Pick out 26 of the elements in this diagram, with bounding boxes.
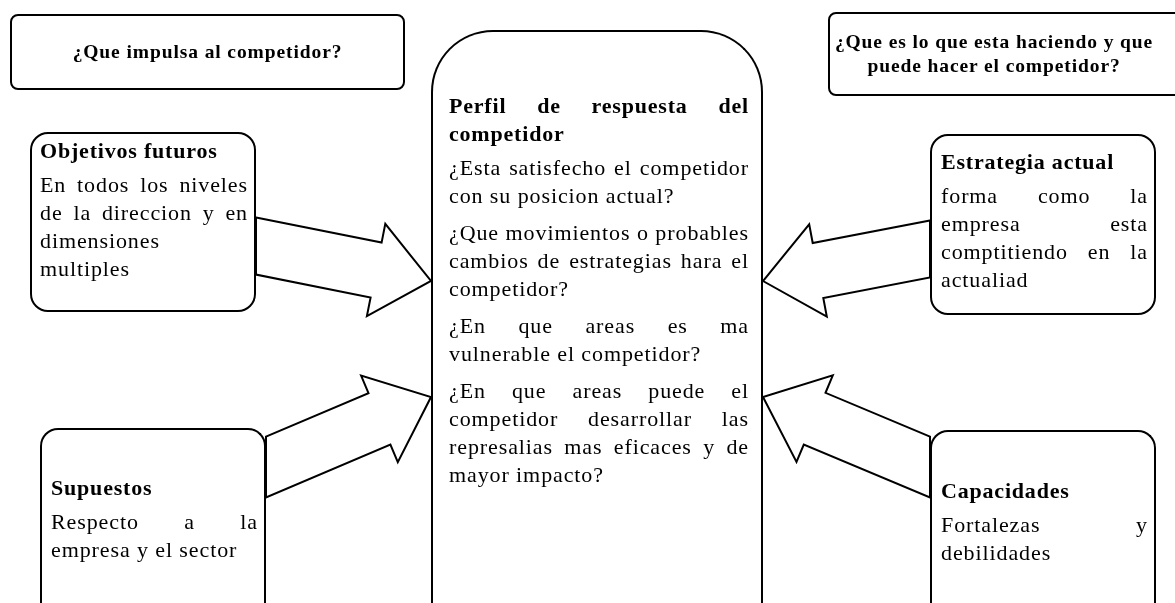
box-text: Respecto a la empresa y el sector [51,508,258,564]
box-heading: ¿Que impulsa al competidor? [71,40,344,64]
factor-box [30,132,256,312]
box-heading: Perfil de respuesta del competidor [449,92,749,148]
block-arrow [761,373,931,499]
factor-box [40,428,266,603]
box-text: ¿Que movimientos o probables cambios de estrategias hara el competidor? [449,219,749,303]
response-profile-box [431,30,763,603]
box-text: forma como la empresa esta comptitiendo en la actualiad [941,182,1148,294]
question-box [10,14,405,90]
box-heading: Estrategia actual [941,148,1116,176]
box-text: ¿En que areas es ma vulnerable el competidor? [449,312,749,368]
box-heading: Supuestos [51,474,154,502]
box-heading: Objetivos futuros [40,137,219,165]
box-text: Fortalezas y debilidades [941,511,1148,567]
block-arrow [265,374,433,499]
factor-box [930,430,1156,603]
factor-box [930,134,1156,315]
block-arrow [255,216,433,318]
question-box [828,12,1175,96]
box-text: En todos los niveles de la direccion y en dimensiones multiples [40,171,248,283]
box-heading: ¿Que es lo que esta haciendo y que puede hacer el competidor? [834,30,1154,78]
box-heading: Capacidades [941,477,1071,505]
block-arrow [761,219,931,319]
box-text: ¿En que areas puede el competidor desarrollar las represalias mas eficaces y de mayor impacto? [449,377,749,489]
box-text: ¿Esta satisfecho el competidor con su posicion actual? [449,154,749,210]
